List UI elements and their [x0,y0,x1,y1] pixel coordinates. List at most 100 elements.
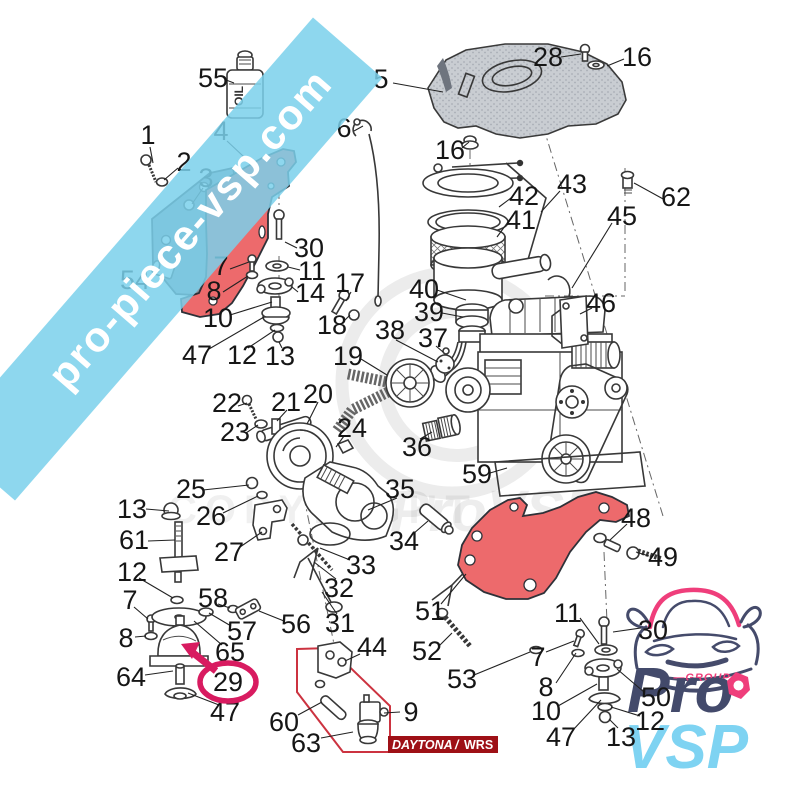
part-label-26: 26 [196,501,226,531]
leader-line [144,670,174,676]
part-label-52: 52 [412,636,442,666]
badge-sub: WRS [464,738,493,752]
leader-line [208,316,265,350]
leader-line [395,339,439,363]
part-label-42: 42 [509,181,539,211]
part-label-34: 34 [389,526,419,556]
part-label-16: 16 [622,42,652,72]
leader-line [540,190,561,213]
provsp-logo: —GROUP— Pro VSP [624,587,762,782]
leader-line [419,431,433,440]
dipstick [352,118,382,307]
leader-line [608,718,619,729]
leader-line [436,289,467,301]
part-label-17: 17 [335,268,365,298]
leader-line [461,141,470,149]
leader-line [247,329,276,349]
leader-line [440,573,467,605]
part-label-47: 47 [182,340,212,370]
leader-line [321,591,338,615]
part-label-60: 60 [269,707,299,737]
leader-line [579,617,600,645]
leader-line [319,547,351,561]
part-label-47: 47 [546,722,576,752]
leader-line [306,401,319,425]
part-label-22: 22 [212,388,242,418]
cover-washer-16 [587,60,605,70]
leader-line [489,467,508,474]
badge-separator: / [454,738,460,752]
part-label-20: 20 [303,379,333,409]
part-label-46: 46 [586,288,616,318]
part-label-50: 50 [641,682,671,712]
part-label-8: 8 [118,623,133,653]
exhaust-mount-parts [314,641,389,745]
part-label-49: 49 [648,542,678,572]
leader-line [610,706,641,717]
leader-line [187,692,220,706]
leader-line [367,497,398,511]
leader-line [571,222,613,289]
leader-line [612,627,642,633]
leader-line [335,435,345,448]
part-label-33: 33 [346,550,376,580]
logo-vsp-text: VSP [624,713,749,782]
part-label-57: 57 [227,616,257,646]
leader-line [412,520,429,535]
leader-line [217,603,231,609]
leader-line [291,286,299,293]
part-label-59: 59 [462,459,492,489]
leader-line [222,495,259,514]
part-label-61: 61 [119,525,149,555]
callout-circle [197,660,259,704]
badge-brand: DAYTONA [392,738,453,752]
red-callout-29 [181,642,259,704]
leader-line [360,358,388,376]
part-label-11: 11 [298,256,326,286]
part-label-12: 12 [227,340,257,370]
leader-line [202,484,250,491]
part-label-29: 29 [213,667,243,697]
leader-line [383,711,401,714]
leader-line [353,125,364,132]
leader-line [147,539,176,542]
part-label-27: 27 [214,537,244,567]
car-outline-icon [626,587,762,693]
leader-line [560,53,582,58]
leader-line [557,683,598,707]
part-label-10: 10 [531,696,561,726]
leader-line [287,266,301,271]
rear-mount-fasteners [435,532,663,655]
part-label-14: 14 [295,278,325,308]
leader-line [616,668,645,693]
part-label-63: 63 [291,728,321,758]
part-label-45: 45 [607,201,637,231]
part-label-48: 48 [621,503,651,533]
part-label-23: 23 [220,417,250,447]
leader-line [229,301,273,316]
part-label-56: 56 [281,609,311,639]
bolt-17-nut-18 [330,289,360,321]
part-label-12: 12 [635,706,665,736]
part-label-41: 41 [506,205,536,235]
leader-line [633,182,666,201]
variator-pulley [331,358,461,443]
part-label-21: 21 [271,387,301,417]
engine-block [445,295,646,497]
engine-cover [427,43,627,139]
leader-line [341,314,351,324]
leader-line [345,291,352,302]
leader-line [320,731,354,739]
leader-line [225,79,235,84]
part-label-19: 19 [333,341,363,371]
part-label-13: 13 [265,341,295,371]
leader-line [344,653,361,662]
leader-line [313,561,337,580]
leader-line [284,241,298,249]
cover-nut-16 [461,135,479,150]
leader-line [133,606,149,620]
leader-line [498,197,512,208]
leader-line [239,531,263,548]
part-label-37: 37 [418,323,448,353]
part-label-44: 44 [357,632,387,662]
